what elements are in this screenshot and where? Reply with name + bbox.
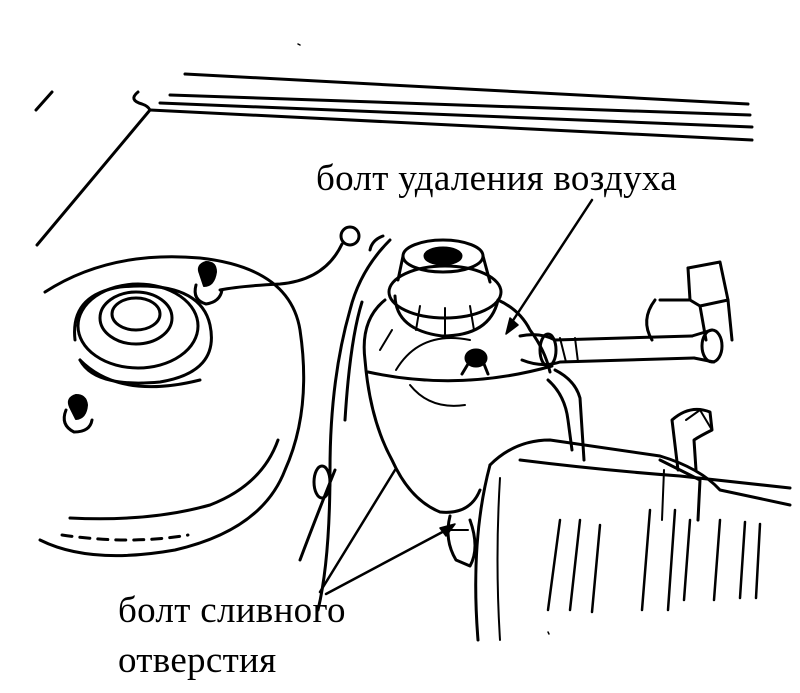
- leader-lines: [318, 198, 594, 596]
- hose-connector: [645, 260, 734, 342]
- air-bleed-arrowhead: [505, 317, 519, 335]
- strut-tower-mount: [38, 255, 306, 558]
- air-bleed-leader: [508, 198, 594, 327]
- print-specks: [297, 43, 550, 635]
- hood-edge-lines: [34, 72, 754, 247]
- drain-arrowhead: [439, 523, 456, 537]
- coolant-reservoir: [362, 238, 554, 568]
- drain-leader-a: [318, 468, 397, 594]
- bracket-lines: [298, 234, 586, 612]
- radiator-hose: [518, 328, 724, 368]
- drain-leader-b: [324, 526, 452, 596]
- drain-bolt-label-line1: болт сливного: [118, 590, 346, 631]
- sensor-cable: [218, 225, 361, 292]
- air-bleed-bolt-label: болт удаления воздуха: [316, 158, 677, 199]
- air-filter-housing: [474, 407, 792, 642]
- drain-bolt-label-line2: отверстия: [118, 640, 277, 681]
